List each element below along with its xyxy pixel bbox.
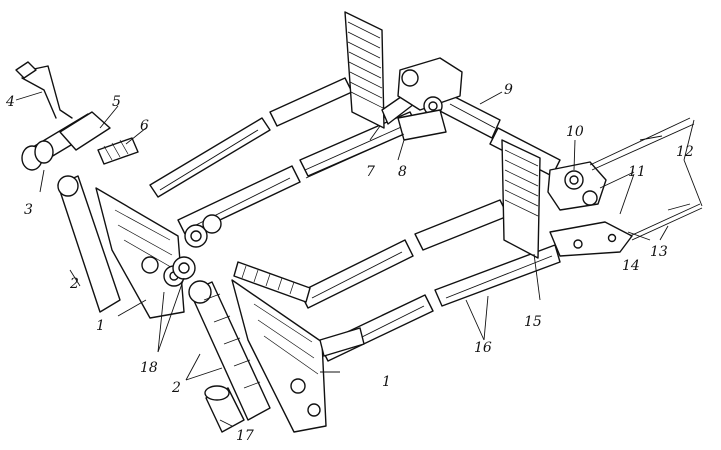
left-upper-bracket — [15, 61, 222, 319]
callout-15: 15 — [524, 314, 542, 330]
callout-7: 7 — [366, 164, 375, 180]
callout-3: 3 — [24, 202, 33, 218]
callout-2-left: 2 — [69, 276, 79, 292]
callout-10: 10 — [566, 124, 584, 140]
right-pivot-assembly — [547, 117, 703, 257]
callout-4: 4 — [5, 94, 15, 110]
callout-9: 9 — [504, 82, 513, 98]
callout-1-lower: 1 — [382, 374, 391, 390]
callout-14: 14 — [622, 258, 640, 274]
callout-18: 18 — [140, 360, 158, 376]
leader-lines — [15, 91, 703, 427]
upper-pivot-assembly — [305, 57, 463, 179]
pedal-lower — [501, 139, 541, 259]
left-lower-bracket — [172, 256, 365, 433]
callout-2-lower: 2 — [171, 380, 181, 396]
callout-labels: 4 3 5 6 2 1 18 2 17 1 7 8 9 10 11 12 13 … — [5, 82, 694, 444]
callout-8: 8 — [398, 164, 407, 180]
callout-13: 13 — [650, 244, 668, 260]
callout-12: 12 — [676, 144, 694, 160]
callout-16: 16 — [474, 340, 492, 356]
callout-1-left: 1 — [96, 318, 105, 334]
pedal-upper — [344, 11, 415, 129]
callout-5: 5 — [112, 94, 121, 110]
callout-11: 11 — [628, 164, 646, 180]
callout-17: 17 — [236, 428, 254, 444]
callout-6: 6 — [140, 118, 149, 134]
